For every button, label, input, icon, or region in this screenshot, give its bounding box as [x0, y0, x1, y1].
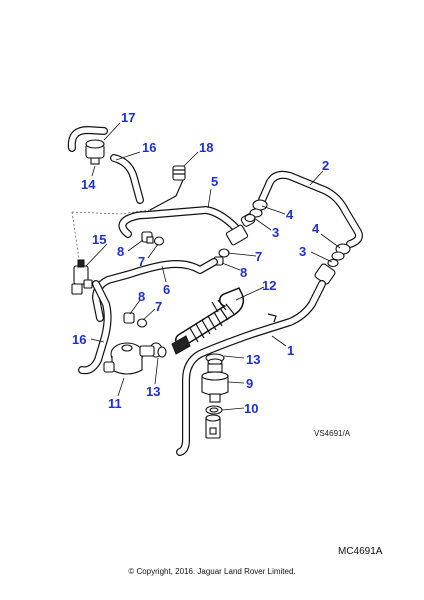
callout-1: 1 [287, 343, 294, 358]
leader-lines [85, 122, 341, 411]
callout-10: 10 [244, 401, 258, 416]
callout-8-upper-left: 8 [117, 244, 124, 259]
callout-4-upper: 4 [286, 207, 294, 222]
callout-11: 11 [108, 396, 122, 411]
callout-12: 12 [262, 278, 276, 293]
callout-15: 15 [92, 232, 106, 247]
part-9-valve [201, 363, 229, 403]
callout-7-lower-left: 7 [155, 299, 162, 314]
part-10-washer [205, 405, 223, 415]
callout-3-right: 3 [299, 244, 306, 259]
part-16-hose-upper [110, 154, 144, 204]
callout-8-center: 8 [240, 265, 247, 280]
lower-fitting [205, 414, 221, 439]
callout-16-lower: 16 [72, 332, 86, 347]
part-3-clip-upper [244, 213, 256, 223]
callout-4-right: 4 [312, 221, 320, 236]
callout-13-left: 13 [146, 384, 160, 399]
callout-7-upper-left: 7 [138, 254, 145, 269]
diagram-code: MC4691A [338, 546, 383, 557]
part-17-hose [67, 126, 108, 152]
part-4-collar-right [331, 243, 351, 261]
part-16-hose-lower [78, 280, 112, 375]
part-12-corrugated-hose [171, 287, 245, 355]
reference-code: VS4691/A [314, 429, 351, 438]
part-8-nut-upper-left [141, 231, 154, 244]
callout-17: 17 [121, 110, 135, 125]
part-7-fitting-upper-left [153, 236, 165, 246]
dashed-leaders [71, 209, 151, 266]
callout-18: 18 [199, 140, 213, 155]
callout-6: 6 [163, 282, 170, 297]
callout-2: 2 [322, 158, 329, 173]
part-18-clip [149, 165, 186, 211]
part-14-valve [85, 139, 105, 165]
part-11-valve-body [103, 342, 155, 375]
callout-9: 9 [246, 376, 253, 391]
part-13-clip-right [205, 353, 225, 366]
part-7-fitting-lower-left [136, 318, 148, 328]
callout-5: 5 [211, 174, 218, 189]
callout-16-upper: 16 [142, 140, 156, 155]
callout-13-right: 13 [246, 352, 260, 367]
part-15-sensor [71, 259, 93, 295]
callout-3-upper: 3 [272, 225, 279, 240]
part-8-nut-lower-left [123, 312, 135, 324]
part-7-fitting-center [218, 248, 230, 258]
copyright-notice: © Copyright, 2016. Jaguar Land Rover Lim… [128, 567, 296, 576]
part-2-hose [258, 170, 363, 248]
callout-14: 14 [81, 177, 96, 192]
callout-8-lower-left: 8 [138, 289, 145, 304]
part-1-pipe [176, 263, 336, 456]
part-5-hose [118, 206, 240, 238]
callout-7-center: 7 [255, 249, 262, 264]
